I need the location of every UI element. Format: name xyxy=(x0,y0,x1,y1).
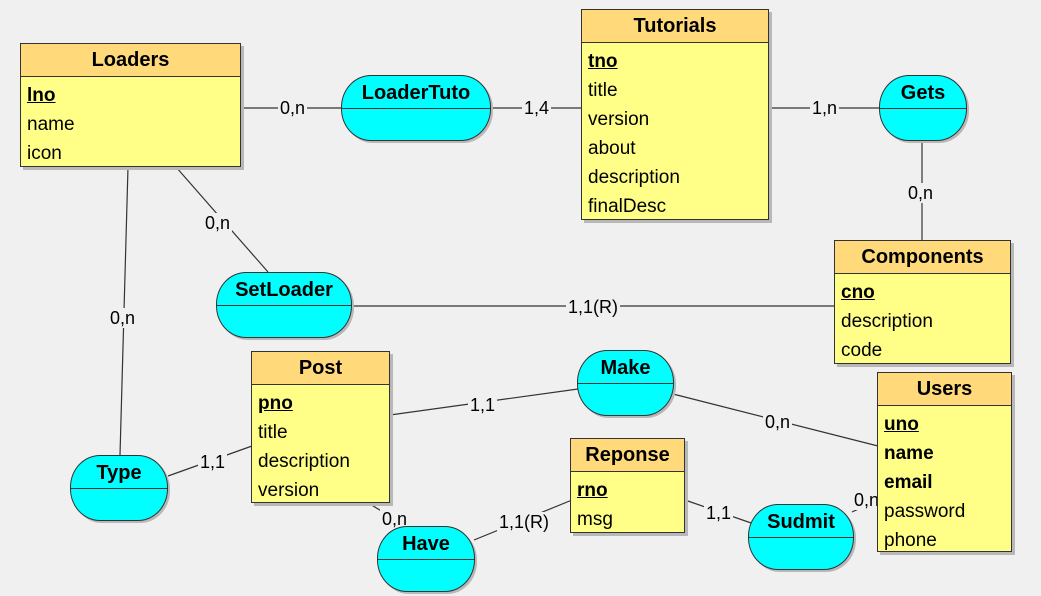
attr-finaldesc: finalDesc xyxy=(588,196,667,217)
attr-icon: icon xyxy=(27,143,62,164)
relation-divider xyxy=(71,488,167,489)
entity-users-title: Users xyxy=(878,373,1011,406)
relation-sudmit-label: Sudmit xyxy=(767,511,835,533)
card-tutorials-gets: 1,n xyxy=(810,98,840,118)
attr-email: email xyxy=(884,472,933,493)
attr-phone: phone xyxy=(884,530,937,551)
attr-name: name xyxy=(27,114,75,135)
relation-setloader-label: SetLoader xyxy=(235,279,333,301)
entity-users[interactable]: Users uno name email password phone xyxy=(877,372,1012,552)
entity-components-title: Components xyxy=(835,241,1010,274)
relation-divider xyxy=(378,559,474,560)
relation-gets-label: Gets xyxy=(900,82,946,104)
relation-setloader[interactable]: SetLoader xyxy=(216,272,352,338)
card-reponse-sudmit: 1,1 xyxy=(704,503,734,523)
card-setloader-components: 1,1(R) xyxy=(566,297,621,317)
entity-loaders-title: Loaders xyxy=(21,44,240,77)
entity-reponse[interactable]: Reponse rno msg xyxy=(570,438,685,533)
attr-lno: lno xyxy=(27,85,56,106)
attr-rno: rno xyxy=(577,480,608,501)
attr-about: about xyxy=(588,138,636,159)
attr-version: version xyxy=(588,109,650,130)
relation-type-label: Type xyxy=(96,462,142,484)
relation-sudmit[interactable]: Sudmit xyxy=(748,504,854,570)
card-loaders-type: 0,n xyxy=(108,308,138,328)
attr-uno: uno xyxy=(884,414,919,435)
relation-divider xyxy=(342,108,490,109)
attr-description: description xyxy=(588,167,680,188)
relation-loadertuto-label: LoaderTuto xyxy=(361,82,471,104)
entity-tutorials[interactable]: Tutorials tno title version about descri… xyxy=(581,9,769,220)
card-sudmit-users: 0,n xyxy=(852,490,878,510)
attr-cno: cno xyxy=(841,282,875,303)
attr-title: title xyxy=(588,80,618,101)
entity-loaders[interactable]: Loaders lno name icon xyxy=(20,43,241,167)
attr-tno: tno xyxy=(588,51,618,72)
attr-password: password xyxy=(884,501,966,522)
relation-make[interactable]: Make xyxy=(577,350,674,416)
card-post-make: 1,1 xyxy=(468,395,498,415)
card-make-users: 0,n xyxy=(763,412,793,432)
attr-title: title xyxy=(258,422,288,443)
relation-loadertuto[interactable]: LoaderTuto xyxy=(341,75,491,141)
relation-have[interactable]: Have xyxy=(377,526,475,592)
entity-components[interactable]: Components cno description code xyxy=(834,240,1011,364)
relation-make-label: Make xyxy=(600,357,651,379)
attr-name: name xyxy=(884,443,934,464)
relation-divider xyxy=(578,383,673,384)
card-post-have: 0,n xyxy=(380,509,410,529)
card-loaders-setloader: 0,n xyxy=(203,213,233,233)
card-gets-components: 0,n xyxy=(906,183,936,203)
relation-divider xyxy=(880,108,966,109)
card-have-reponse: 1,1(R) xyxy=(497,512,552,532)
card-type-post: 1,1 xyxy=(198,452,228,472)
relation-type[interactable]: Type xyxy=(70,455,168,521)
attr-msg: msg xyxy=(577,509,613,530)
attr-description: description xyxy=(841,311,933,332)
entity-post[interactable]: Post pno title description version xyxy=(251,351,390,503)
relation-gets[interactable]: Gets xyxy=(879,75,967,141)
card-loadertuto-tutorials: 1,4 xyxy=(522,98,552,118)
entity-tutorials-title: Tutorials xyxy=(582,10,768,43)
attr-code: code xyxy=(841,340,883,361)
attr-pno: pno xyxy=(258,393,293,414)
entity-reponse-title: Reponse xyxy=(571,439,684,472)
relation-have-label: Have xyxy=(402,533,450,555)
attr-description: description xyxy=(258,451,350,472)
attr-version: version xyxy=(258,480,320,501)
entity-post-title: Post xyxy=(252,352,389,385)
card-loaders-loadertuto: 0,n xyxy=(278,98,308,118)
relation-divider xyxy=(217,305,351,306)
relation-divider xyxy=(749,537,853,538)
